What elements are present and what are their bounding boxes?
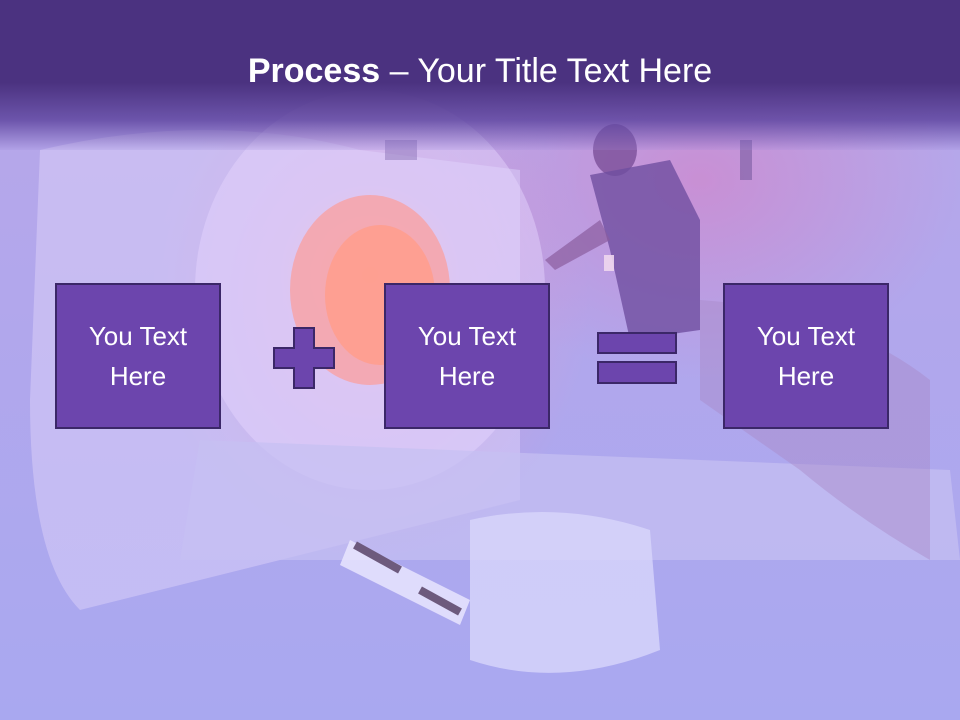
- slide-title-rest: – Your Title Text Here: [380, 52, 713, 90]
- process-box-2[interactable]: You Text Here: [384, 283, 550, 429]
- plus-icon: [273, 327, 335, 389]
- process-box-3-text: You Text Here: [756, 321, 856, 391]
- slide-title: Process – Your Title Text Here: [0, 52, 960, 91]
- slide-title-bold: Process: [247, 52, 381, 90]
- title-bar: [0, 0, 960, 150]
- process-box-1-text: You Text Here: [88, 321, 188, 391]
- process-box-1[interactable]: You Text Here: [55, 283, 221, 429]
- equals-icon: [597, 332, 677, 384]
- process-box-2-text: You Text Here: [417, 321, 517, 391]
- process-box-3[interactable]: You Text Here: [723, 283, 889, 429]
